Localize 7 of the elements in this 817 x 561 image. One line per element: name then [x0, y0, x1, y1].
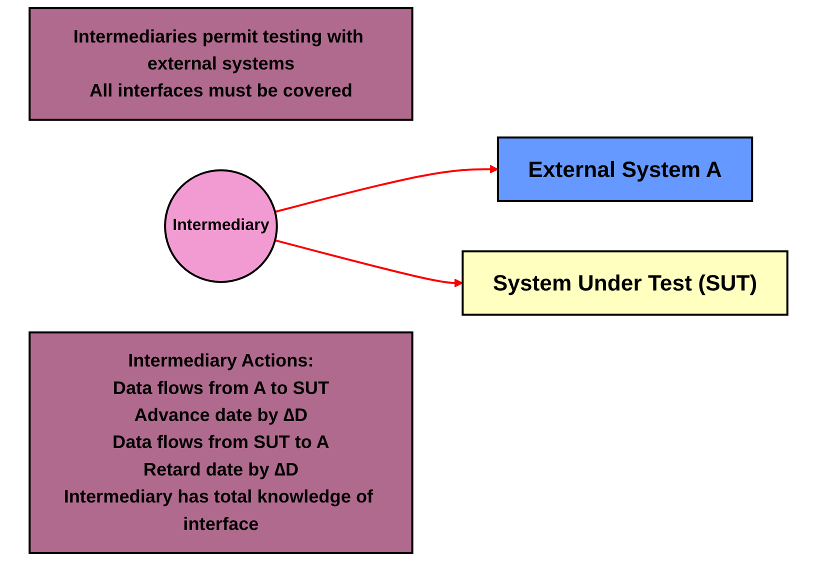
arrow — [274, 164, 498, 213]
node-box: System Under Test (SUT) — [462, 250, 788, 316]
node-box: Intermediaries permit testing with external systems All interfaces must be covered — [28, 7, 414, 121]
node-circle: Intermediary — [164, 169, 278, 284]
arrow — [274, 239, 464, 288]
node-box: External System A — [496, 136, 754, 202]
node-box: Intermediary Actions: Data flows from A to SUT Advance date by ∆D Data flows from SUT to A Retard date by ∆D Intermediary has total knowledge of interface — [28, 331, 414, 554]
